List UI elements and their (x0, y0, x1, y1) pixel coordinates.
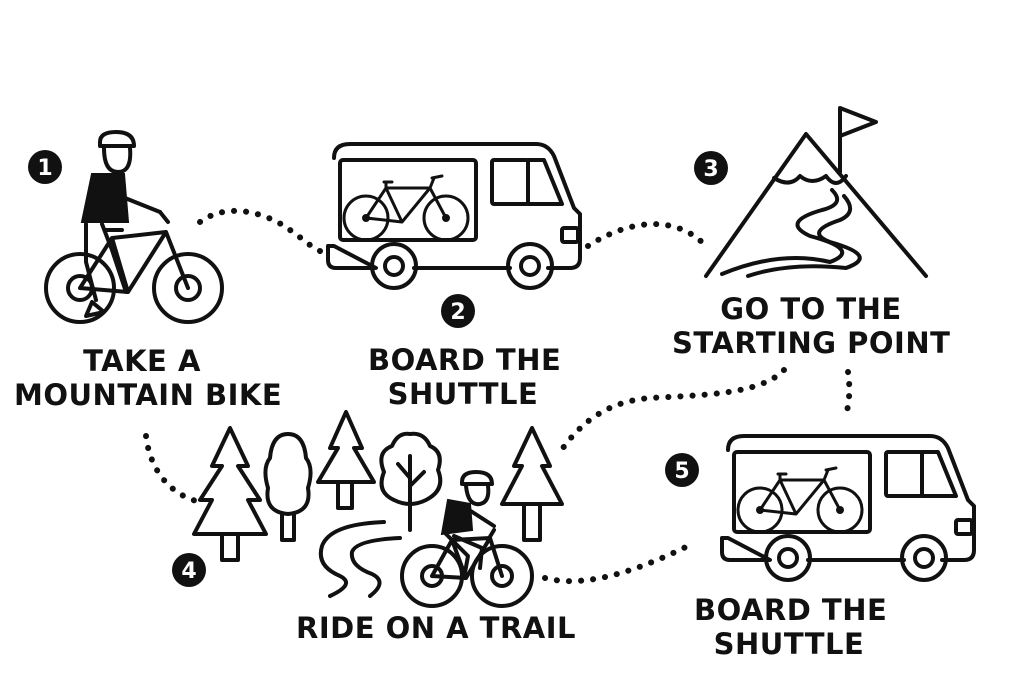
step-5-label-line-1: BOARD THE (694, 593, 888, 627)
step-4-label: RIDE ON A TRAIL (296, 611, 576, 645)
step-1-label-line-1: TAKE A (83, 344, 201, 378)
connector-4-5 (542, 540, 697, 585)
step-5-badge: 5 (665, 453, 699, 487)
connector-1-4 (143, 433, 203, 505)
connector-2-3 (585, 221, 708, 249)
step-3-label-line-1: GO TO THE (720, 292, 902, 326)
step-4-label-line-1: RIDE ON A TRAIL (296, 611, 576, 645)
shuttle-van-with-bike-icon (326, 142, 582, 290)
svg-text:5: 5 (674, 459, 689, 484)
step-3-label: GO TO THE STARTING POINT (672, 292, 950, 360)
mountain-with-flag-icon (704, 106, 928, 278)
step-1-label-line-2: MOUNTAIN BIKE (14, 378, 283, 412)
shuttle-van-with-bike-icon (720, 434, 976, 582)
step-2-badge: 2 (441, 294, 475, 328)
step-3-badge: 3 (694, 151, 728, 185)
connector-3-4 (555, 367, 787, 458)
connector-1-2 (197, 207, 333, 257)
step-3-label-line-2: STARTING POINT (672, 326, 951, 360)
cyclist-with-bike-icon (44, 130, 224, 324)
svg-text:3: 3 (703, 157, 718, 182)
svg-text:4: 4 (181, 559, 196, 584)
forest-trail-rider-icon (192, 410, 564, 608)
step-4-badge: 4 (172, 553, 206, 587)
svg-text:1: 1 (37, 156, 52, 181)
connector-3-5 (843, 369, 853, 418)
svg-text:2: 2 (450, 300, 465, 325)
step-1-label: TAKE A MOUNTAIN BIKE (14, 344, 283, 412)
step-5-label-line-2: SHUTTLE (713, 627, 865, 661)
step-1-badge: 1 (28, 150, 62, 184)
step-2-label-line-2: SHUTTLE (387, 377, 539, 411)
step-5-label: BOARD THE SHUTTLE (694, 593, 888, 661)
step-2-label-line-1: BOARD THE (368, 343, 562, 377)
step-2-label: BOARD THE SHUTTLE (368, 343, 562, 411)
